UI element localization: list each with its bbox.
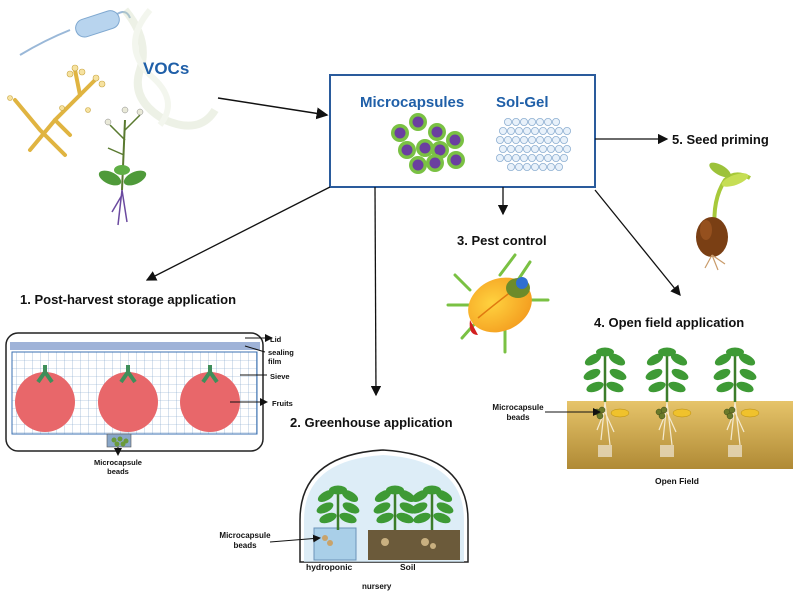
soil-bed bbox=[368, 530, 460, 560]
open-field-title: 4. Open field application bbox=[594, 315, 744, 330]
sieve-label: Sieve bbox=[270, 372, 290, 381]
bacterium-icon bbox=[19, 10, 131, 56]
storage-container bbox=[5, 332, 264, 456]
field-plants bbox=[583, 347, 760, 457]
fungus-icon bbox=[13, 68, 97, 157]
dna-swirl-icon bbox=[121, 7, 219, 130]
lid-label: Lid bbox=[270, 335, 282, 344]
nursery-label: nursery bbox=[362, 582, 392, 591]
sol-gel-label: Sol-Gel bbox=[496, 94, 549, 111]
soil-label: Soil bbox=[400, 562, 416, 572]
greenhouse-plants bbox=[316, 485, 454, 530]
greenhouse-title: 2. Greenhouse application bbox=[290, 415, 453, 430]
arrow-to-open-field bbox=[594, 189, 681, 297]
hydroponic-label: hydroponic bbox=[306, 562, 353, 572]
vocs-label: VOCs bbox=[143, 59, 189, 78]
fungus-spores-icon bbox=[7, 64, 106, 113]
seed-sprout-icon bbox=[696, 162, 751, 271]
plant-icon bbox=[98, 106, 147, 226]
post-harvest-title: 1. Post-harvest storage application bbox=[20, 292, 236, 307]
microcapsules-label: Microcapsules bbox=[360, 94, 464, 111]
microcapsules-illustration bbox=[391, 113, 465, 174]
beetle-icon bbox=[446, 253, 550, 354]
sol-gel-illustration bbox=[495, 118, 572, 171]
sealing-film bbox=[10, 342, 260, 350]
tomato-fruits bbox=[15, 365, 240, 432]
fruits-label: Fruits bbox=[272, 399, 293, 408]
arrow-to-greenhouse bbox=[370, 186, 382, 397]
seed-priming-title: 5. Seed priming bbox=[672, 132, 769, 147]
hydroponic-tank bbox=[313, 527, 357, 561]
open-field-label: Open Field bbox=[655, 476, 699, 486]
greenhouse-beads-pointer bbox=[269, 534, 321, 543]
film-pointer bbox=[244, 345, 266, 353]
voc-sources-illustration bbox=[7, 7, 219, 226]
pest-control-title: 3. Pest control bbox=[457, 233, 547, 248]
arrow-vocs-to-box bbox=[217, 97, 329, 120]
arrow-to-post-harvest bbox=[145, 186, 331, 281]
